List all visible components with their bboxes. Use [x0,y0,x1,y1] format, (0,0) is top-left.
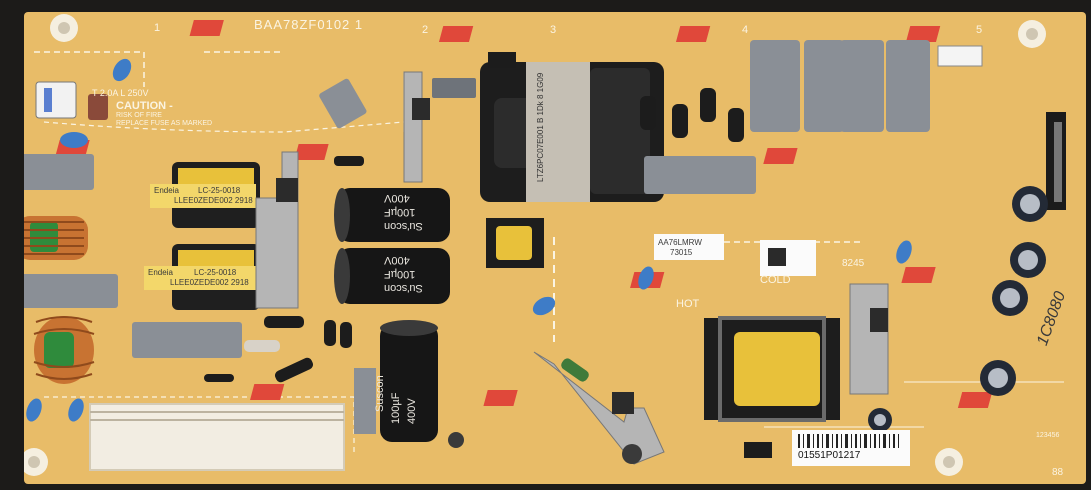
inductor2-brand: Endeia [148,268,173,277]
cap-bottom-value: 100µF [390,392,402,424]
power-supply-board: BAA78ZF0102 1 1 2 3 4 5 T 2.0A L 250V CA… [24,12,1086,484]
inductor1-model: LC-25-0018 [198,186,241,195]
pfc-inductor-2 [144,244,260,310]
cap-top-value: 100µF [384,206,416,218]
heatsink-bracket [403,71,423,183]
x-capacitor [132,322,242,358]
cap-top-voltage: 400V [384,192,410,204]
bridge-rectifier-heatsink [89,403,345,471]
connector [937,45,983,67]
y-capacitors [26,58,912,422]
bulk-capacitor-mid [334,248,450,304]
capacitor-block [354,368,376,434]
inductor2-model: LC-25-0018 [194,268,237,277]
small-capacitor [448,432,464,448]
diodes [204,88,744,383]
resistor [88,94,108,120]
inductor1-brand: Endeia [154,186,179,195]
zone-label: 1 [154,22,161,34]
board-graphics [24,14,1066,476]
zone-label: 4 [742,24,749,36]
common-mode-choke-top [24,216,88,260]
mosfet [276,178,298,202]
capacitor-block [432,78,476,98]
cold-label: COLD [760,274,791,286]
bulk-capacitor-top [334,188,450,242]
caution-line2: REPLACE FUSE AS MARKED [116,120,213,127]
barcode-text: 01551P01217 [798,450,861,461]
cap-mid-voltage: 400V [384,254,410,266]
output-capacitor-bank [750,40,930,132]
ic-chip [488,52,516,68]
y-capacitor-block [644,156,756,194]
transformer-label: LTZ6PC07E001 B 1Dk 8 1G09 [536,72,545,182]
small-inductor [486,218,544,268]
number-strip: 123456 [1036,432,1060,439]
heatsink-bracket [255,151,299,309]
corner-number: 88 [1052,467,1064,478]
capacitor-block [319,78,367,129]
electrolytic-capacitors-output [868,186,1048,432]
standby-transformer [704,316,840,422]
small-capacitor [622,444,642,464]
mosfet [612,392,634,414]
zone-label: 3 [550,24,557,36]
mosfet [412,98,430,120]
optocoupler [744,442,772,458]
board-part-number: BAA78ZF0102 1 [254,17,364,32]
inductor2-code: LLEE0ZEDE002 2918 [170,278,249,287]
main-transformer [480,62,664,202]
fuse-holder [35,81,77,119]
pfc-inductor-1 [150,162,260,228]
caution-line1: RISK OF FIRE [116,112,162,119]
heatsink-bracket [533,351,665,465]
cap-top-brand: Su'scon [384,220,423,232]
cap-mid-brand: Su'scon [384,282,423,294]
cap-bottom-voltage: 400V [406,398,418,424]
cap-bottom-brand: Suscon [374,375,386,412]
cap-mid-value: 100µF [384,268,416,280]
hot-label: HOT [676,298,700,310]
code-label: 8245 [842,258,865,269]
bulk-capacitor-bottom [380,320,438,442]
zone-label: 5 [976,24,983,36]
fuse-rating: T 2.0A L 250V [92,88,149,98]
heatsink-bracket [849,283,889,395]
resistor [244,340,280,352]
zone-label: 2 [422,24,429,36]
inductor1-code: LLEE0ZEDE002 2918 [174,196,253,205]
sticker-top: AA76LMRW [658,238,702,247]
common-mode-choke-bottom [33,316,95,384]
sticker-top-code: 73015 [670,248,693,257]
caution-title: CAUTION - [116,100,173,112]
x-capacitor [24,154,94,190]
resistor [561,358,589,382]
mosfet [870,308,888,332]
label-sticker [654,234,724,260]
x-capacitor [24,274,118,308]
